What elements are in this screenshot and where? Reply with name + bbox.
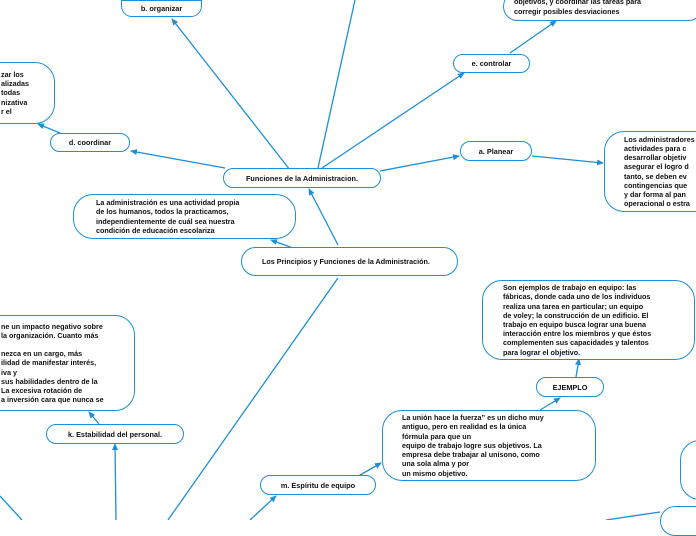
coordinar-desc-node[interactable]: zar los alizadas todas nizativa r el (0, 62, 55, 124)
edge-hub-up (317, 0, 356, 169)
organizar-node[interactable]: b. organizar (121, 0, 202, 17)
partial-node-right-top (680, 440, 696, 500)
functions-hub-label: Funciones de la Administracion. (245, 173, 359, 183)
coordinar-node[interactable]: d. coordinar (50, 133, 130, 152)
controlar-desc-text: objetivos, y coordinar las tareas para c… (514, 0, 642, 16)
edge-estabilidad-desc (88, 411, 100, 425)
edge-hub-organizar (171, 18, 291, 171)
edge-hub-coordinar (130, 149, 226, 169)
admin-intro-text: La administración es una actividad propi… (96, 198, 240, 235)
planear-node[interactable]: a. Planear (460, 141, 532, 161)
edge-root-down (167, 277, 339, 520)
root-node[interactable]: Los Principios y Funciones de la Adminis… (241, 247, 458, 276)
connector-lines (0, 0, 661, 520)
ejemplo-node[interactable]: EJEMPLO (536, 377, 604, 397)
edge-hub-controlar (321, 72, 465, 169)
espiritu-node[interactable]: m. Espíritu de equipo (260, 475, 376, 495)
controlar-label: e. controlar (471, 59, 512, 68)
planear-label: a. Planear (478, 146, 514, 156)
planear-desc-node[interactable]: Los administradores actividades para c d… (604, 131, 696, 212)
edge-right-corner (605, 511, 661, 520)
organizar-label: b. organizar (140, 4, 183, 13)
estabilidad-desc-text: ne un impacto negativo sobre la organiza… (1, 321, 104, 405)
edge-hub-planear (379, 154, 460, 172)
edge-ejemplo-desc (575, 358, 581, 378)
edge-coordinar-desc (37, 123, 61, 134)
edge-union-ejemplo (539, 397, 561, 411)
edge-estabilidad-down (112, 443, 119, 520)
edge-root-intro (270, 239, 294, 249)
edge-left-corner (0, 495, 23, 520)
ejemplo-desc-node[interactable]: Son ejemplos de trabajo en equipo: las f… (482, 280, 695, 360)
edge-controlar-desc (509, 20, 557, 54)
estabilidad-node[interactable]: k. Estabilidad del personal. (46, 424, 184, 444)
functions-hub-node[interactable]: Funciones de la Administracion. (223, 168, 381, 188)
edge-root-functions (308, 188, 339, 246)
ejemplo-label: EJEMPLO (552, 382, 588, 392)
controlar-node[interactable]: e. controlar (453, 54, 530, 73)
edge-espiritu-in (249, 495, 277, 520)
ejemplo-desc-text: Son ejemplos de trabajo en equipo: las f… (503, 283, 652, 357)
estabilidad-label: k. Estabilidad del personal. (67, 429, 163, 439)
union-desc-text: La unión hace la fuerza” es un dicho muy… (402, 413, 544, 478)
union-desc-node[interactable]: La unión hace la fuerza” es un dicho muy… (382, 410, 596, 481)
estabilidad-desc-node[interactable]: ne un impacto negativo sobre la organiza… (0, 315, 135, 411)
planear-desc-text: Los administradores actividades para c d… (624, 134, 695, 209)
partial-node-bottom-right (660, 506, 696, 536)
coordinar-desc-text: zar los alizadas todas nizativa r el (1, 69, 29, 116)
edge-planear-desc (531, 155, 604, 166)
espiritu-label: m. Espíritu de equipo (280, 480, 356, 490)
root-label: Los Principios y Funciones de la Adminis… (262, 256, 430, 266)
controlar-desc-node[interactable]: objetivos, y coordinar las tareas para c… (503, 0, 696, 21)
admin-intro-node[interactable]: La administración es una actividad propi… (73, 194, 296, 239)
coordinar-label: d. coordinar (68, 138, 112, 147)
